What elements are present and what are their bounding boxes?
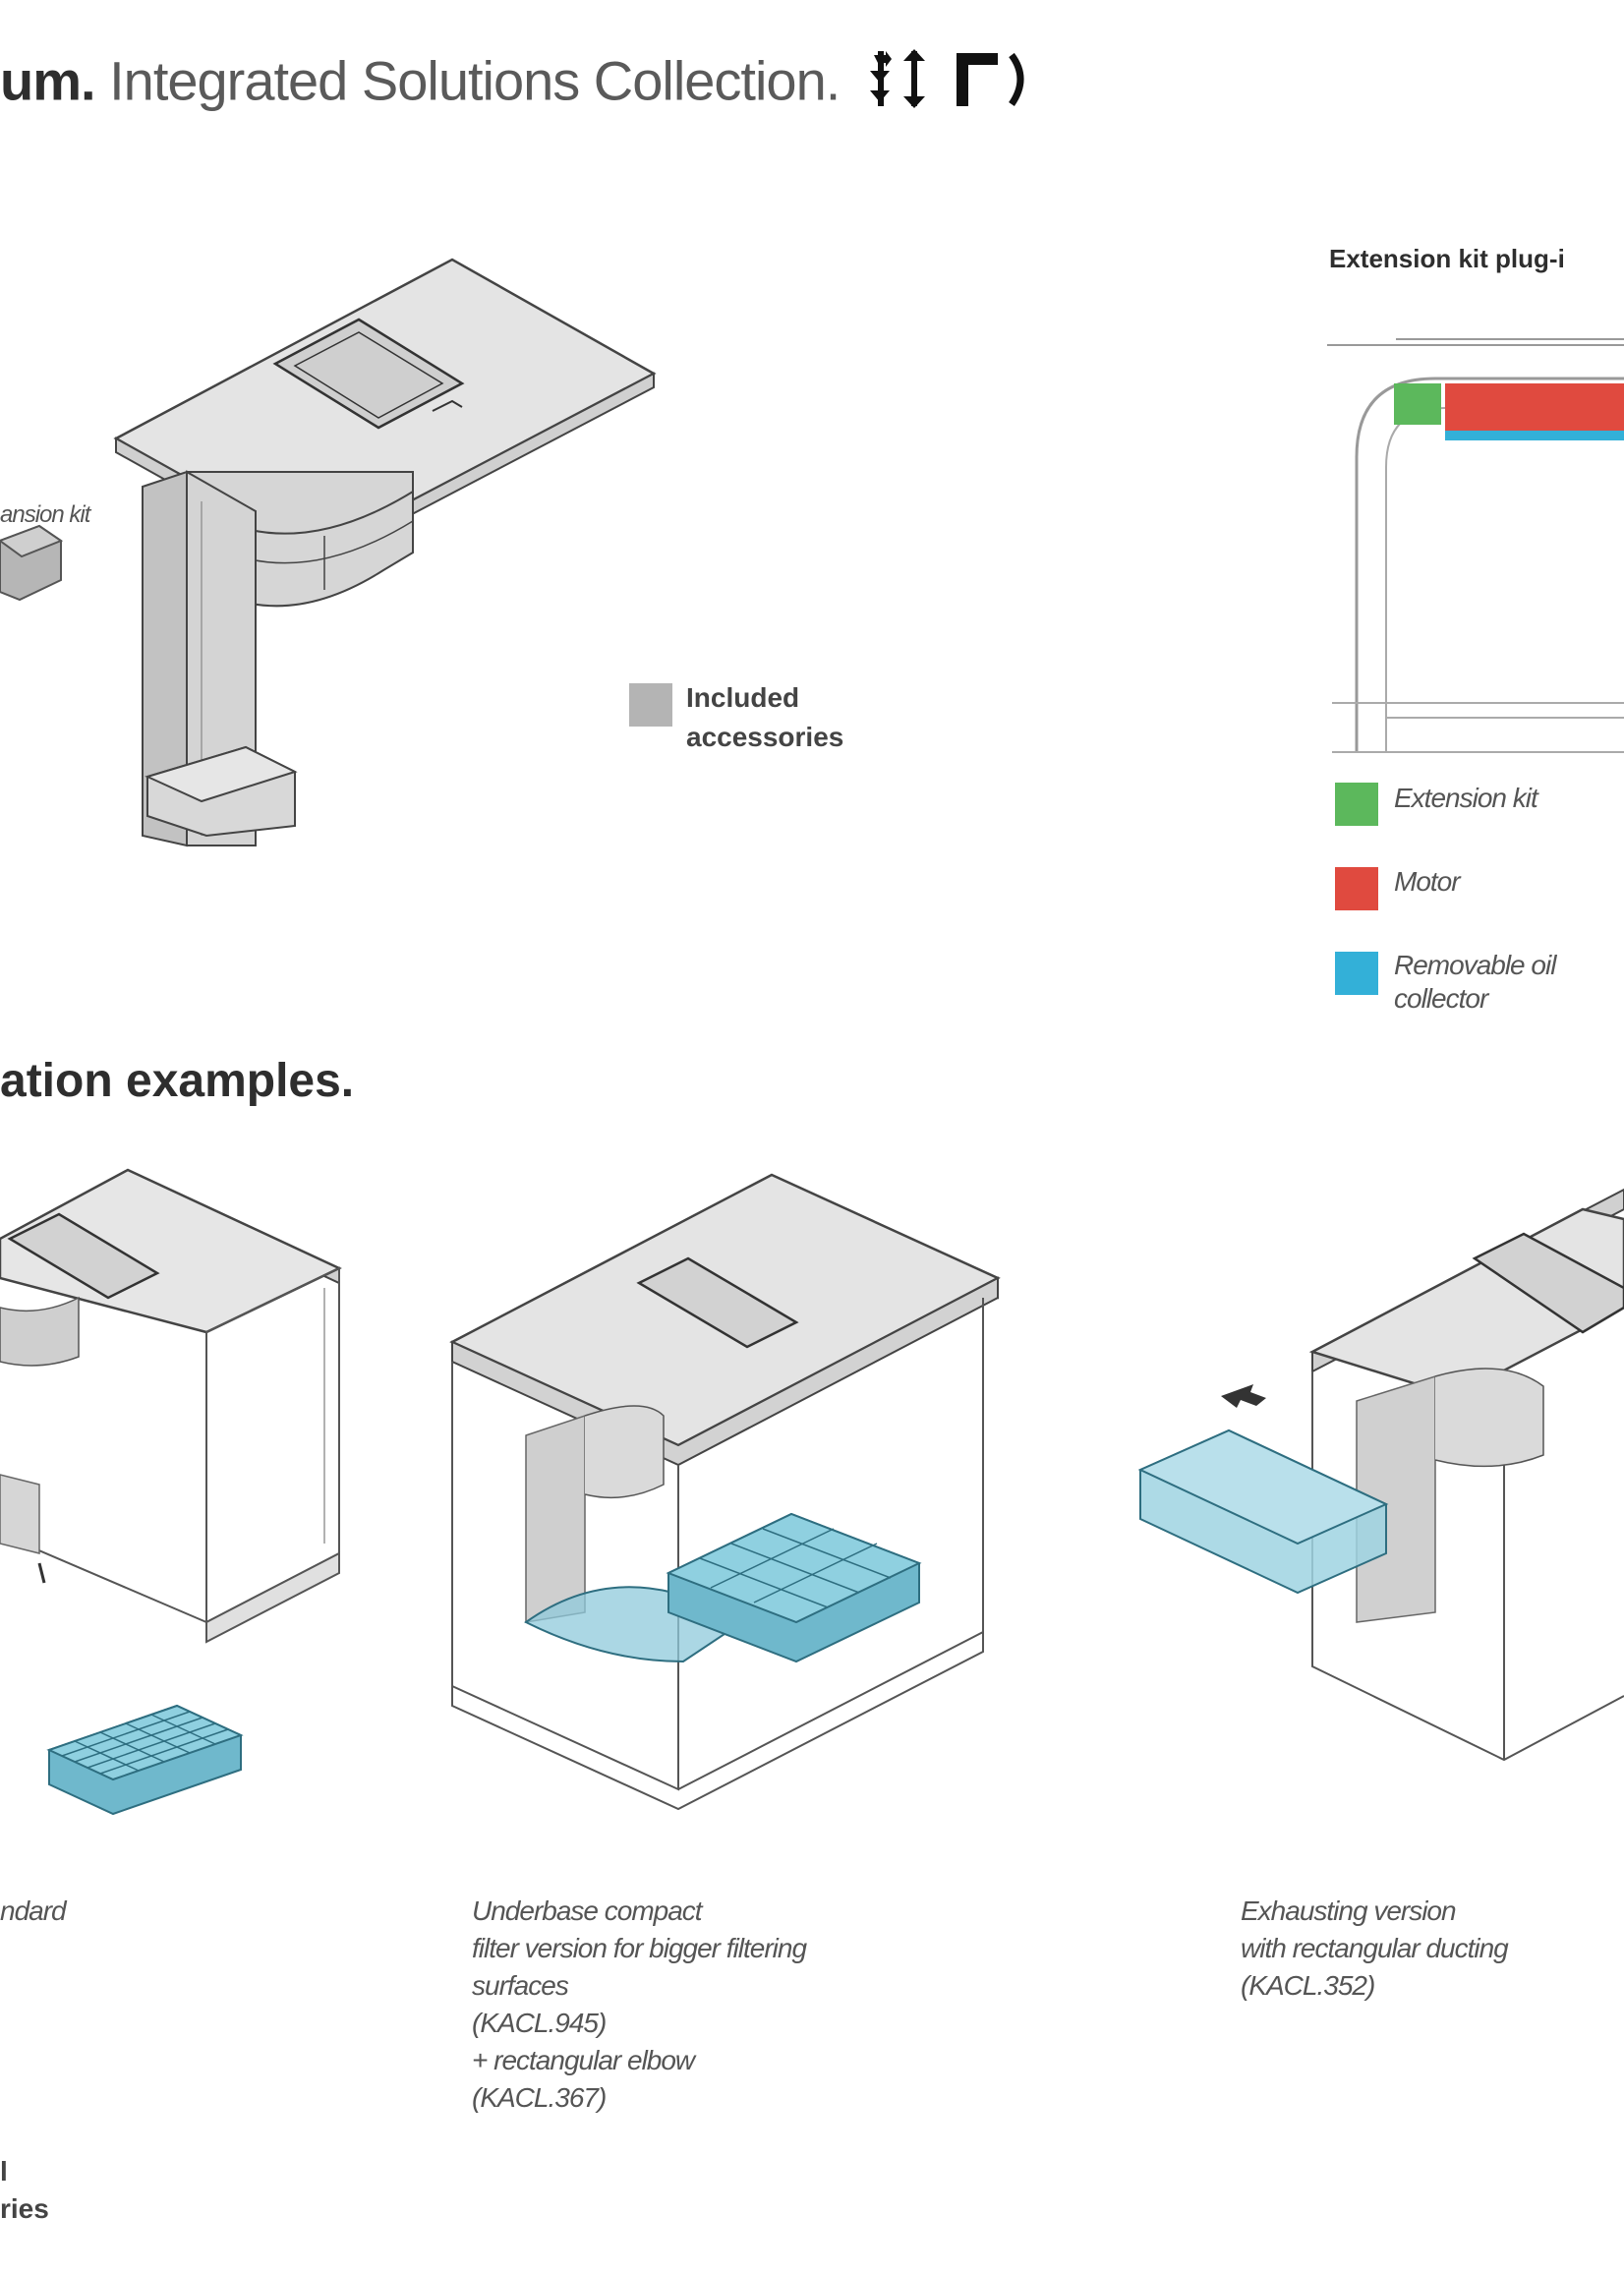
caption-right-line-1: Exhausting version — [1241, 1895, 1457, 1926]
caption-mid-line-4: (KACL.945) — [472, 2008, 607, 2038]
included-accessories-swatch — [629, 683, 672, 727]
bottom-fragment-line-1: l — [0, 2156, 8, 2187]
caption-standard: ndard — [0, 1895, 67, 1926]
example-exhausting-illustration — [1137, 1188, 1624, 1762]
oil-collector-swatch — [1335, 952, 1378, 995]
caption-mid-line-1: Underbase compact — [472, 1895, 703, 1926]
oil-collector-legend-label: Removable oil collector — [1394, 949, 1556, 1016]
caption-right-line-2: with rectangular ducting — [1241, 1933, 1509, 1963]
caption-mid-line-5: + rectangular elbow — [472, 2045, 695, 2075]
brand-logo-icon — [868, 47, 1035, 123]
page-header: um. Integrated Solutions Collection. — [0, 47, 1035, 123]
example-standard-illustration — [0, 1168, 342, 1816]
extension-kit-title: Extension kit plug-i — [1329, 244, 1565, 273]
header-title: Integrated Solutions Collection. — [109, 49, 841, 112]
oil-collector-line-1: Removable oil — [1394, 950, 1556, 980]
included-line-1: Included — [686, 682, 800, 713]
caption-mid-line-3: surfaces — [472, 1970, 569, 2001]
caption-right-line-3: (KACL.352) — [1241, 1970, 1375, 2001]
extension-kit-diagram — [1327, 338, 1624, 753]
caption-underbase-compact: Underbase compact filter version for big… — [472, 1893, 807, 2117]
caption-mid-line-6: (KACL.367) — [472, 2082, 607, 2113]
extension-kit-swatch — [1335, 783, 1378, 826]
top-hood-illustration — [0, 258, 657, 847]
bottom-fragment-line-2: ries — [0, 2193, 49, 2224]
caption-mid-line-2: filter version for bigger filtering — [472, 1933, 807, 1963]
bottom-legend-fragment: l ries — [0, 2153, 49, 2228]
section-title: ation examples. — [0, 1055, 355, 1107]
example-underbase-compact-illustration — [449, 1173, 1001, 1811]
included-accessories-label: Included accessories — [686, 678, 843, 757]
included-line-2: accessories — [686, 722, 844, 752]
extension-kit-legend-label: Extension kit — [1394, 783, 1538, 813]
extension-kit-fragment-label: ansion kit — [0, 501, 90, 528]
oil-collector-line-2: collector — [1394, 983, 1488, 1014]
header-bold: um. — [0, 49, 96, 112]
motor-swatch — [1335, 867, 1378, 910]
motor-legend-label: Motor — [1394, 866, 1461, 897]
caption-exhausting: Exhausting version with rectangular duct… — [1241, 1893, 1509, 2005]
